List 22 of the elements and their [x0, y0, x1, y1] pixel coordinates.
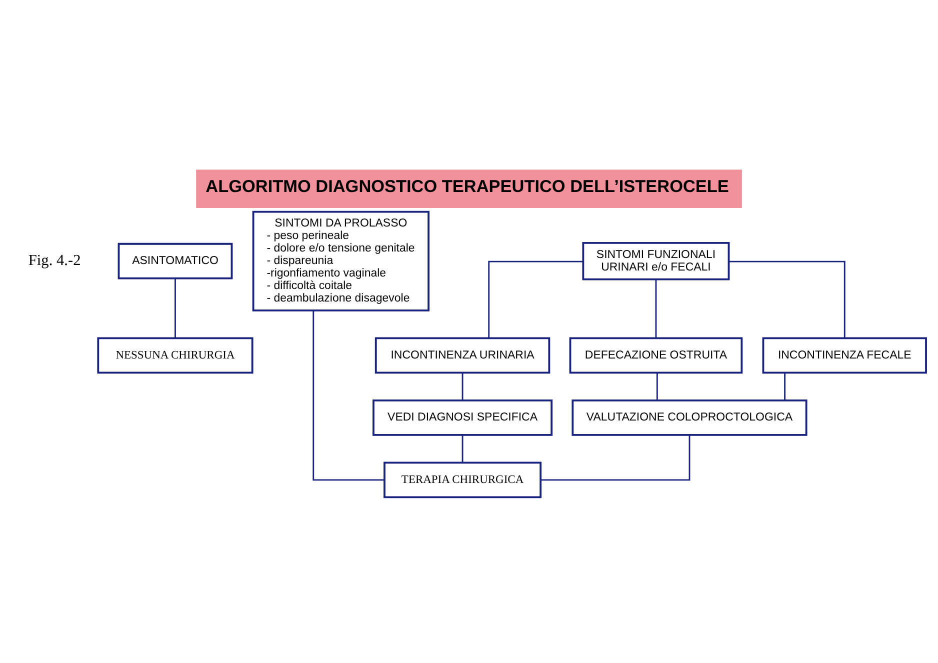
connector [540, 435, 690, 481]
node-box: NESSUNA CHIRURGIA [97, 337, 254, 374]
node-box: INCONTINENZA URINARIA [374, 337, 550, 374]
connector [784, 372, 786, 400]
node-box: DEFECAZIONE OSTRUITA [569, 337, 743, 374]
connector [728, 260, 846, 338]
connector [174, 278, 176, 338]
connector [488, 260, 584, 338]
label: Fig. 4.-2 [28, 252, 81, 269]
diagram-title: ALGORITMO DIAGNOSTICO TERAPEUTICO DELL’ISTEROCELE [206, 176, 729, 196]
node-box: SINTOMI DA PROLASSO - peso perineale - dolore e/o tensione genitale - dispareunia -rigonfiamento vaginale - difficoltà coitale - deambulazione disagevole [252, 210, 430, 312]
node-box: ASINTOMATICO [118, 242, 233, 280]
node-box: VALUTAZIONE COLOPROCTOLOGICA [572, 400, 808, 436]
connector [462, 435, 464, 463]
connector [656, 372, 658, 400]
node-box: TERAPIA CHIRURGICA [384, 462, 542, 498]
node-box: SINTOMI FUNZIONALI URINARI e/o FECALI [582, 242, 730, 280]
connector [312, 310, 384, 481]
node-box: INCONTINENZA FECALE [762, 337, 927, 374]
node-box: VEDI DIAGNOSI SPECIFICA [372, 400, 553, 436]
connector [655, 280, 657, 338]
connector [462, 372, 464, 400]
